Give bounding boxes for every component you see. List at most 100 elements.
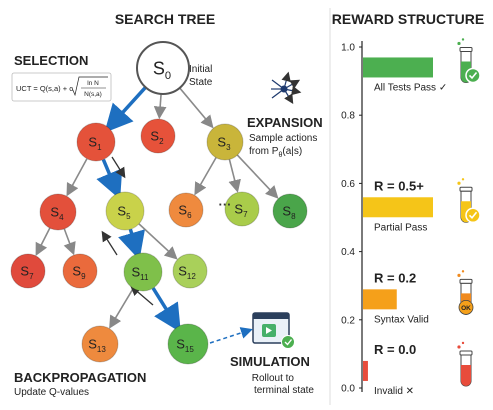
tree-node-s2: S2 bbox=[140, 118, 176, 154]
node-circle bbox=[224, 191, 260, 227]
node-circle bbox=[140, 118, 176, 154]
ok-badge-icon bbox=[458, 299, 474, 315]
test-tube-icon bbox=[457, 38, 481, 84]
tree-edge bbox=[236, 154, 279, 199]
check-badge-icon bbox=[465, 67, 481, 84]
node-label: S5 bbox=[117, 204, 131, 221]
tree-node-s5: S5 bbox=[105, 191, 145, 231]
tree-edges bbox=[35, 86, 279, 333]
tree-node-s8: S8 bbox=[272, 193, 308, 229]
ellipsis: ··· bbox=[219, 197, 232, 212]
backprop-arrows bbox=[101, 156, 154, 306]
expansion-icon bbox=[271, 71, 302, 105]
node-circle bbox=[105, 191, 145, 231]
expansion-line2: from Pθ(a|s) bbox=[249, 146, 302, 159]
formula-lhs: UCT = Q(s,a) + c bbox=[16, 84, 73, 93]
selected-path-edge bbox=[96, 158, 123, 200]
node-circle bbox=[172, 253, 208, 289]
tree-edge bbox=[179, 87, 214, 129]
tree-node-s7r: S7 bbox=[224, 191, 260, 227]
selected-path-edge bbox=[104, 86, 147, 133]
node-label: S0 bbox=[153, 58, 171, 82]
simulation-line1: Rollout to bbox=[252, 373, 295, 384]
tree-edge bbox=[138, 223, 178, 260]
reward-bar bbox=[363, 360, 368, 381]
selected-path-edge bbox=[118, 228, 145, 261]
reward-bar bbox=[363, 57, 433, 78]
node-label: S13 bbox=[88, 337, 106, 354]
tree-edge bbox=[153, 93, 167, 120]
reward-value-label: R = 0.2 bbox=[374, 270, 416, 285]
simulation-window-icon bbox=[252, 312, 295, 349]
ok-badge-text: OK bbox=[461, 305, 471, 312]
node-circle bbox=[39, 193, 77, 231]
side-arrow bbox=[130, 285, 154, 306]
tree-node-s12: S12 bbox=[172, 253, 208, 289]
tree-node-s3: S3 bbox=[206, 123, 244, 161]
side-arrow bbox=[111, 156, 126, 179]
root-caption-line2: State bbox=[189, 77, 213, 88]
check-badge-icon bbox=[465, 207, 481, 224]
tree-edge bbox=[63, 228, 76, 256]
reward-bar-label: Invalid ✕ bbox=[374, 386, 414, 397]
formula-denominator: N(s,a) bbox=[84, 91, 102, 98]
simulation-title: SIMULATION bbox=[230, 354, 310, 369]
node-circle bbox=[136, 41, 190, 95]
reward-value-label: R = 0.0 bbox=[374, 342, 416, 357]
node-circle bbox=[272, 193, 308, 229]
node-label: S12 bbox=[178, 264, 196, 281]
node-circle bbox=[81, 325, 119, 363]
tree-node-s1: S1 bbox=[76, 122, 116, 162]
tree-node-s0: S0 bbox=[136, 41, 190, 95]
node-circle bbox=[62, 253, 98, 289]
formula-numerator: ln N bbox=[87, 80, 99, 87]
node-circle bbox=[167, 323, 209, 365]
reward-tick-label: 0.0 bbox=[341, 384, 355, 395]
node-circle bbox=[10, 253, 46, 289]
node-label: S4 bbox=[50, 205, 64, 222]
expansion-title: EXPANSION bbox=[247, 115, 323, 130]
reward-tick-label: 0.8 bbox=[341, 111, 355, 122]
test-tube-icon bbox=[457, 341, 473, 387]
tree-edge bbox=[109, 287, 134, 329]
reward-title: REWARD STRUCTURE bbox=[332, 11, 484, 27]
simulation-arrow bbox=[209, 327, 253, 344]
tree-node-s4: S4 bbox=[39, 193, 77, 231]
backprop-title: BACKPROPAGATION bbox=[14, 370, 146, 385]
selected-path-edge bbox=[151, 287, 181, 333]
sqrt-sign bbox=[71, 76, 108, 97]
tree-node-s15: S15 bbox=[167, 323, 209, 365]
node-label: S2 bbox=[150, 129, 164, 146]
node-label: S7 bbox=[20, 264, 34, 281]
root-caption-line1: Initial bbox=[189, 64, 212, 75]
node-label: S11 bbox=[131, 265, 149, 282]
side-arrow bbox=[101, 230, 118, 256]
node-circle bbox=[168, 192, 204, 228]
node-label: S8 bbox=[282, 204, 296, 221]
reward-tick-label: 1.0 bbox=[341, 43, 355, 54]
reward-tick-label: 0.6 bbox=[341, 179, 355, 190]
node-label: S15 bbox=[176, 337, 194, 354]
reward-bar-label: Syntax Valid bbox=[374, 314, 429, 325]
reward-tick-label: 0.4 bbox=[341, 247, 355, 258]
tree-node-s9: S9 bbox=[62, 253, 98, 289]
test-tube-icon bbox=[457, 178, 481, 224]
tree-edge bbox=[194, 157, 217, 196]
reward-value-label: R = 0.5+ bbox=[374, 178, 424, 193]
formula-box bbox=[11, 72, 112, 102]
tree-node-s7: S7 bbox=[10, 253, 46, 289]
node-label: S9 bbox=[72, 264, 86, 281]
node-circle bbox=[123, 252, 163, 292]
node-label: S1 bbox=[88, 135, 102, 152]
test-tube-icon: OK bbox=[457, 270, 474, 315]
reward-bar-label: Partial Pass bbox=[374, 222, 427, 233]
tree-edge bbox=[35, 227, 51, 257]
tree-edge bbox=[228, 159, 241, 193]
node-label: S6 bbox=[178, 203, 192, 220]
reward-bar bbox=[363, 197, 433, 218]
simulation-line2: terminal state bbox=[254, 385, 314, 396]
